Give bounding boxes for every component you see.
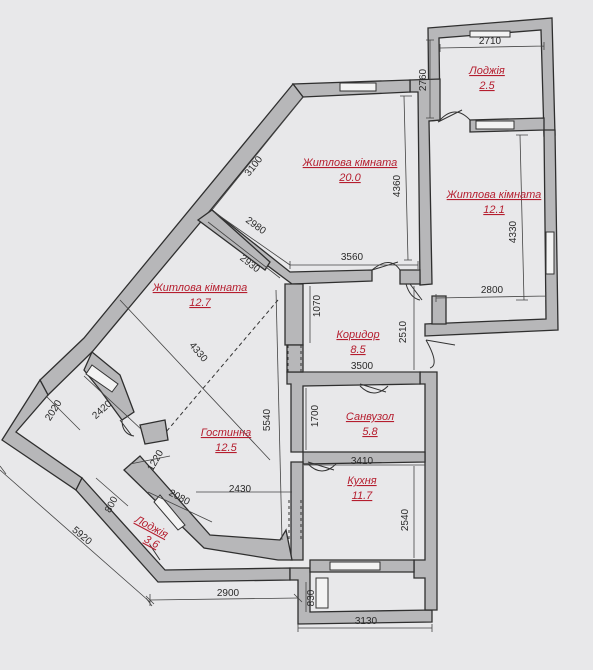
dimline-4330-left [119,299,271,461]
room-name-living-room: Гостинна [201,427,252,439]
dashed-opening-kitchen [288,500,302,540]
dimline-4360 [400,95,412,261]
window-kitchen [329,561,381,571]
dimline-2420 [83,375,143,431]
dim-5540: 5540 [262,408,273,431]
wall-living-room-bottom [123,455,293,561]
door-living2 [405,283,423,301]
dimline-5540 [275,289,283,541]
dim-830: 830 [306,589,317,606]
dimline-2760 [426,39,434,119]
dimline-2930 [207,221,281,279]
wall-corridor-top [399,269,421,285]
room-area-bathroom: 5.8 [362,426,378,438]
door-loggia-bottom [149,544,161,561]
wall-living3-top [196,209,271,271]
dim-2900: 2900 [217,588,240,599]
dimline-2710 [439,42,545,52]
dim-3130: 3130 [355,616,378,627]
wall-corridor-left [284,283,304,346]
window-living3 [85,364,119,393]
dim-2710: 2710 [479,36,502,47]
windows [85,30,555,609]
room-name-kitchen: Кухня [347,475,376,487]
wall-living1-right [409,78,441,286]
door-living1 [371,261,401,271]
room-area-living-2: 12.1 [483,204,504,216]
door-living3 [119,419,135,437]
door-entrance [425,339,456,369]
window-loggia-bottom [153,494,186,531]
dimline-2800 [435,292,547,302]
window-bottom-loggia [315,577,329,609]
dim-2800: 2800 [481,285,504,296]
wall-kitchen-left [290,461,304,561]
dim-1070: 1070 [312,294,323,317]
dimline-3130 [297,624,433,632]
room-name-bathroom: Санвузол [346,411,394,423]
dim-3410: 3410 [351,456,374,467]
door-kitchen [307,461,337,472]
dimension-lines [0,39,547,632]
dimline-3100 [211,96,304,211]
dim-2760: 2760 [418,68,429,91]
dimline-800 [95,477,129,507]
dim-2510: 2510 [398,320,409,343]
room-area-living-1: 20.0 [338,172,361,184]
room-area-corridor: 8.5 [350,344,366,356]
dashed-boundary [165,299,279,433]
dimline-5920 [0,469,151,603]
dim-1700: 1700 [310,404,321,427]
door-bath [359,383,389,394]
room-name-living-1: Житлова кімната [302,157,398,169]
wall-bath-kitchen [302,451,426,465]
dim-2540: 2540 [400,508,411,531]
doors [119,109,471,561]
room-name-corridor: Коридор [336,329,379,341]
room-area-kitchen: 11.7 [352,490,373,502]
dim-2430: 2430 [229,484,252,495]
wall-right-tower [424,129,559,337]
dim-4360: 4360 [392,174,403,197]
room-area-loggia-top: 2.5 [478,80,495,92]
room-area-living-room: 12.5 [215,442,237,454]
room-name-loggia-top: Лоджія [468,65,505,77]
dim-3560: 3560 [341,252,364,263]
door-loggia-top [437,109,471,123]
dashed-opening-corridor [287,345,302,372]
room-name-living-2: Житлова кімната [446,189,542,201]
dim-3500: 3500 [351,361,374,372]
dim-4330-right: 4330 [508,220,519,243]
wall-kitchen-bottom [289,567,433,625]
dimline-2080 [147,491,213,523]
dimline-2020 [45,395,81,431]
window-living2 [475,120,515,130]
room-name-living-3: Житлова кімната [152,282,248,294]
wall-column [139,419,169,445]
dimension-ticks [0,465,303,607]
window-living1 [339,82,377,92]
wall-living2-bottom [431,295,447,325]
window-living2-side [545,231,555,275]
room-labels: Лоджія 2.5 Житлова кімната 20.0 Житлова … [132,65,541,552]
window-loggia-top [469,30,511,38]
room-area-living-3: 12.7 [189,297,211,309]
wall-right-lower [413,371,438,611]
dimline-4330-right [516,134,528,301]
dimline-3560 [289,261,419,269]
dimline-1220 [129,455,171,465]
dimline-2980 [213,211,291,266]
